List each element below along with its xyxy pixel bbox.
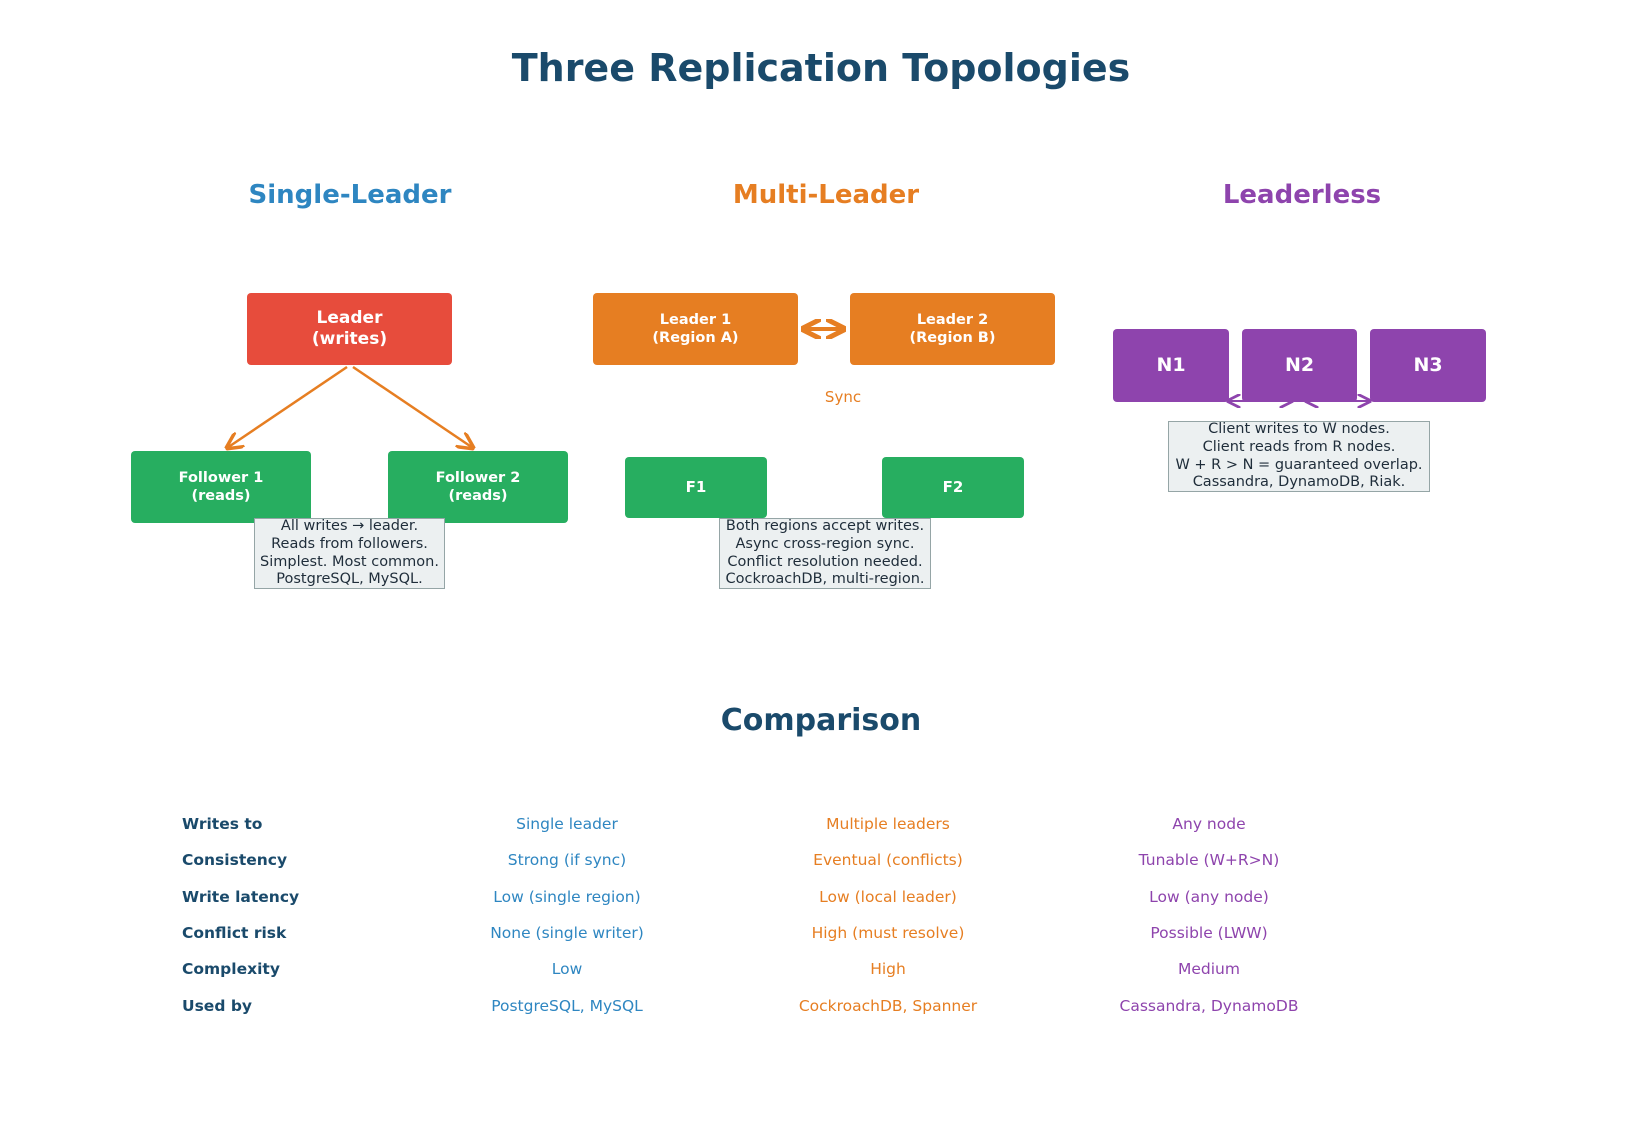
multi-writes-to: Multiple leaders <box>826 815 950 833</box>
single-leader-title: Single-Leader <box>248 180 452 210</box>
comparison-title: Comparison <box>720 703 922 738</box>
single-write-latency: Low (single region) <box>493 888 641 906</box>
leader-to-follower1-arrow <box>227 365 348 448</box>
leader-2-node: Leader 2 (Region B) <box>850 293 1055 365</box>
multi-complexity: High <box>870 960 906 978</box>
single-leader-note: All writes → leader. Reads from follower… <box>254 518 445 589</box>
multi-conflict-risk: High (must resolve) <box>811 924 965 942</box>
n3-node: N3 <box>1370 329 1486 402</box>
row-label-complexity: Complexity <box>182 960 280 978</box>
multi-leader-title: Multi-Leader <box>732 180 920 210</box>
leaderless-title: Leaderless <box>1222 180 1382 210</box>
row-label-used-by: Used by <box>182 997 253 1015</box>
row-label-write-latency: Write latency <box>182 888 300 906</box>
leaderless-used-by: Cassandra, DynamoDB <box>1119 997 1299 1015</box>
single-consistency: Strong (if sync) <box>507 851 627 869</box>
row-label-consistency: Consistency <box>182 851 288 869</box>
leaderless-note: Client writes to W nodes. Client reads f… <box>1168 421 1430 492</box>
leader-to-follower2-arrow <box>352 365 473 448</box>
n1-node: N1 <box>1113 329 1229 402</box>
single-used-by: PostgreSQL, MySQL <box>491 997 643 1015</box>
leaderless-consistency: Tunable (W+R>N) <box>1138 851 1280 869</box>
multi-used-by: CockroachDB, Spanner <box>798 997 978 1015</box>
leaderless-write-latency: Low (any node) <box>1149 888 1269 906</box>
multi-consistency: Eventual (conflicts) <box>813 851 963 869</box>
row-label-writes-to: Writes to <box>182 815 263 833</box>
f2-node: F2 <box>882 457 1024 518</box>
leaderless-complexity: Medium <box>1178 960 1240 978</box>
multi-write-latency: Low (local leader) <box>819 888 957 906</box>
follower-1-node: Follower 1 (reads) <box>131 451 311 523</box>
f1-node: F1 <box>625 457 767 518</box>
row-label-conflict-risk: Conflict risk <box>182 924 287 942</box>
leader-node: Leader (writes) <box>247 293 452 365</box>
page-title: Three Replication Topologies <box>511 46 1131 90</box>
n2-node: N2 <box>1242 329 1357 402</box>
sync-label: Sync <box>824 388 862 406</box>
multi-leader-note: Both regions accept writes. Async cross-… <box>719 518 931 589</box>
single-conflict-risk: None (single writer) <box>490 924 644 942</box>
single-writes-to: Single leader <box>516 815 618 833</box>
leader-1-node: Leader 1 (Region A) <box>593 293 798 365</box>
leaderless-conflict-risk: Possible (LWW) <box>1150 924 1268 942</box>
follower-2-node: Follower 2 (reads) <box>388 451 568 523</box>
single-complexity: Low <box>551 960 583 978</box>
leaderless-writes-to: Any node <box>1172 815 1246 833</box>
